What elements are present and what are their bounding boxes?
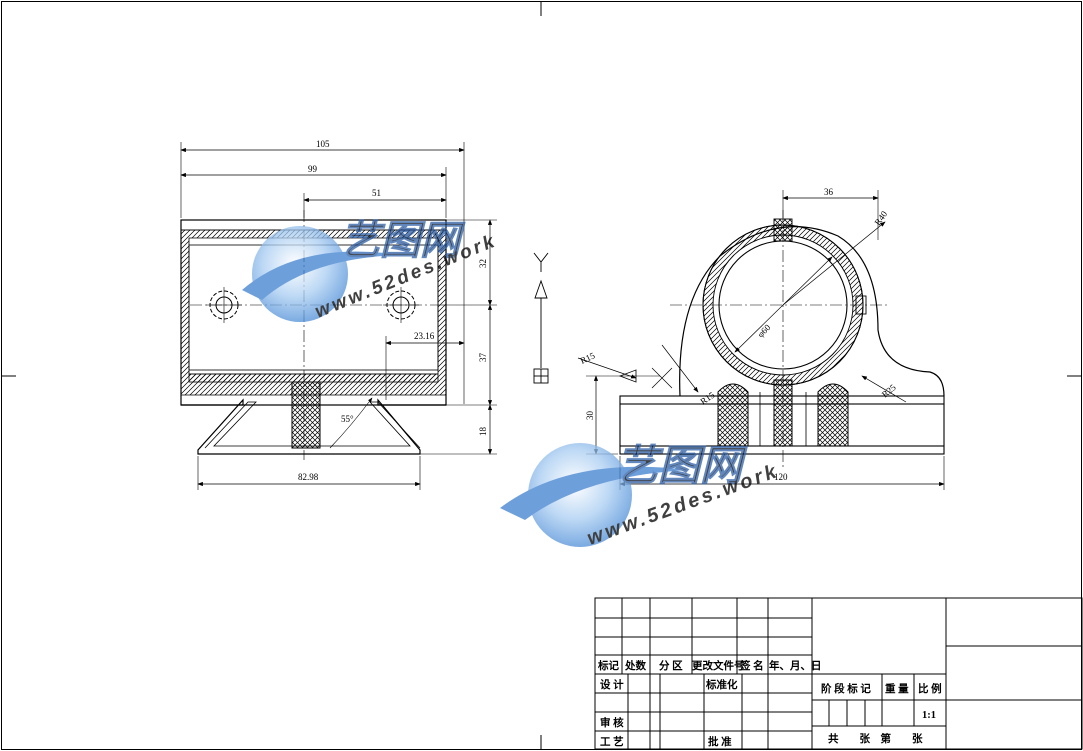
tb-header-sign: 签 名 — [739, 659, 764, 672]
dim-23-16: 23.16 — [414, 331, 435, 341]
tb-header-zone: 分 区 — [659, 659, 683, 672]
tb-standardize: 标准化 — [705, 678, 738, 691]
watermark-logo-text: 艺图网 — [340, 219, 466, 263]
side-rib-left — [717, 383, 749, 447]
front-view — [180, 142, 497, 490]
dim-82-98: 82.98 — [298, 472, 319, 482]
dim-51: 51 — [372, 188, 381, 198]
watermark-globe-icon — [242, 226, 400, 322]
dim-r40: R40 — [872, 209, 889, 227]
tb-scale: 比 例 — [918, 682, 942, 695]
tb-scale-value: 1:1 — [922, 710, 936, 721]
watermark-1: 艺图网 www.52des.work — [242, 219, 500, 323]
dim-36: 36 — [824, 187, 834, 197]
dim-18: 18 — [478, 427, 488, 437]
tb-header-change-doc: 更改文件号 — [692, 659, 745, 672]
bolt-hole-left — [206, 287, 242, 323]
view-direction-arrow — [533, 252, 549, 384]
dim-37: 37 — [478, 353, 488, 363]
watermark-2: 艺图网 www.52des.work — [500, 442, 782, 550]
tb-header-mark: 标记 — [597, 659, 619, 672]
dim-30: 30 — [585, 411, 595, 421]
bolt-hole-right — [383, 287, 419, 323]
side-rib-right — [817, 383, 849, 447]
dim-32: 32 — [478, 259, 488, 268]
tb-header-count: 处数 — [624, 659, 646, 672]
title-block — [594, 597, 1083, 750]
side-outer-profile — [679, 226, 945, 397]
side-rib-center — [773, 379, 793, 447]
watermark-logo-text: 艺图网 — [616, 442, 748, 489]
tb-process: 工 艺 — [600, 735, 624, 748]
dim-phi60: φ60 — [755, 322, 772, 339]
dim-99: 99 — [308, 164, 318, 174]
tb-sheets: 共 张 第 张 — [828, 732, 923, 745]
tb-review: 审 核 — [600, 716, 624, 729]
tb-stage-mark: 阶 段 标 记 — [821, 682, 871, 695]
front-center-rib — [291, 381, 321, 449]
tb-weight: 重 量 — [885, 682, 909, 695]
watermark-globe-icon — [500, 443, 690, 547]
side-view — [577, 190, 945, 490]
tb-header-date: 年、月、日 — [769, 659, 822, 672]
tb-design: 设 计 — [600, 678, 624, 691]
dim-105: 105 — [316, 139, 330, 149]
tb-approve: 批 准 — [708, 735, 732, 748]
title-block-text: 标记 处数 分 区 更改文件号 签 名 年、月、日 设 计 标准化 审 核 工 … — [597, 659, 942, 748]
dim-120: 120 — [774, 472, 788, 482]
dim-angle-55: 55° — [341, 414, 354, 424]
dim-r25: R25 — [880, 382, 898, 400]
